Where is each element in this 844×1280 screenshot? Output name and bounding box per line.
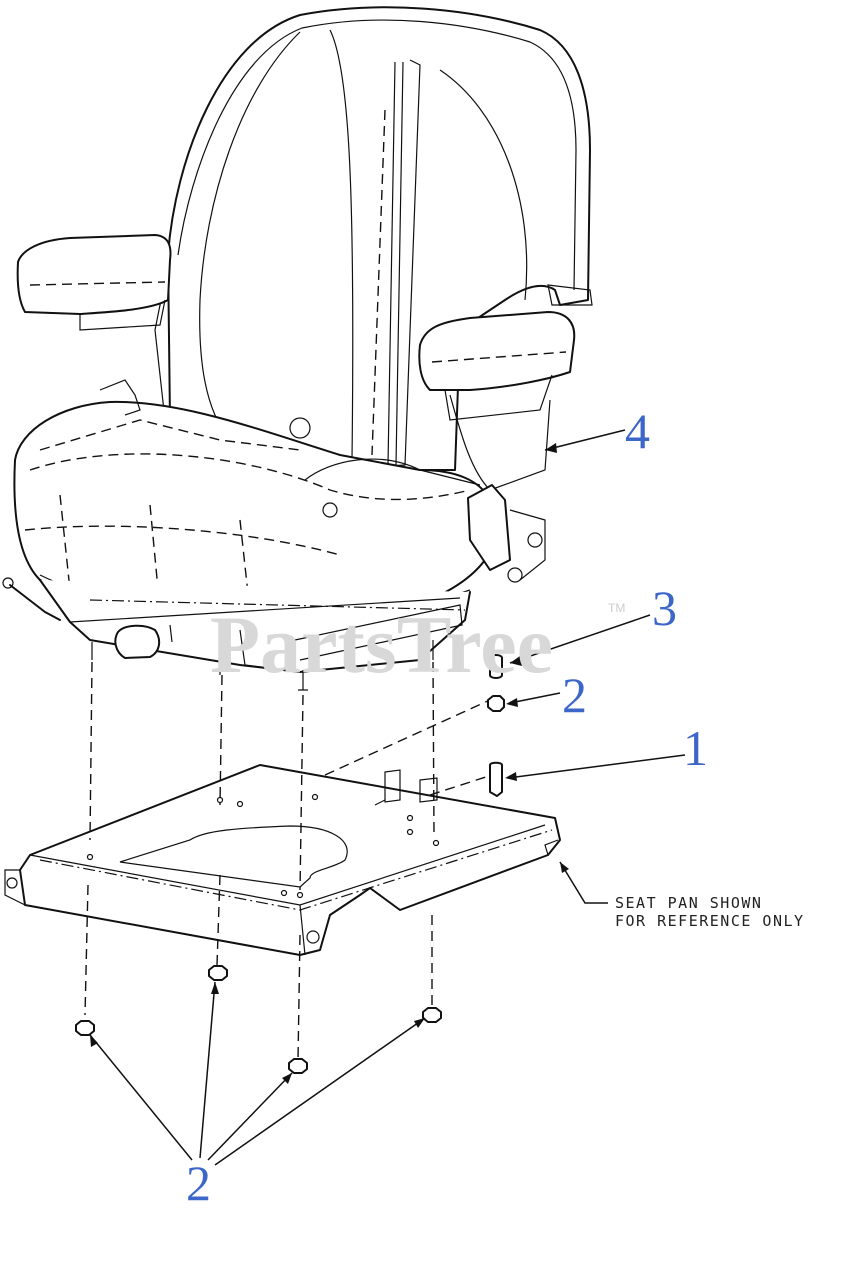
right-armrest: [418, 311, 576, 491]
note-line-2: FOR REFERENCE ONLY: [615, 912, 805, 930]
note-line-1: SEAT PAN SHOWN: [615, 894, 762, 912]
callout-2-nut: 2: [562, 667, 587, 723]
leader-lines: [89, 429, 686, 1166]
assembly-lines: [84, 661, 493, 1061]
seat-base: [2, 379, 546, 691]
callout-3: 3: [652, 580, 677, 636]
callout-1: 1: [683, 720, 708, 776]
watermark-text: PartsTree: [210, 599, 553, 690]
callout-4: 4: [625, 403, 650, 459]
watermark-trademark: TM: [608, 601, 625, 615]
seat-backrest: [154, 6, 593, 471]
hardware-items: [75, 654, 505, 1074]
seat-pan: [4, 764, 561, 956]
callout-2-bottom: 2: [186, 1155, 211, 1211]
left-armrest: [16, 234, 172, 331]
